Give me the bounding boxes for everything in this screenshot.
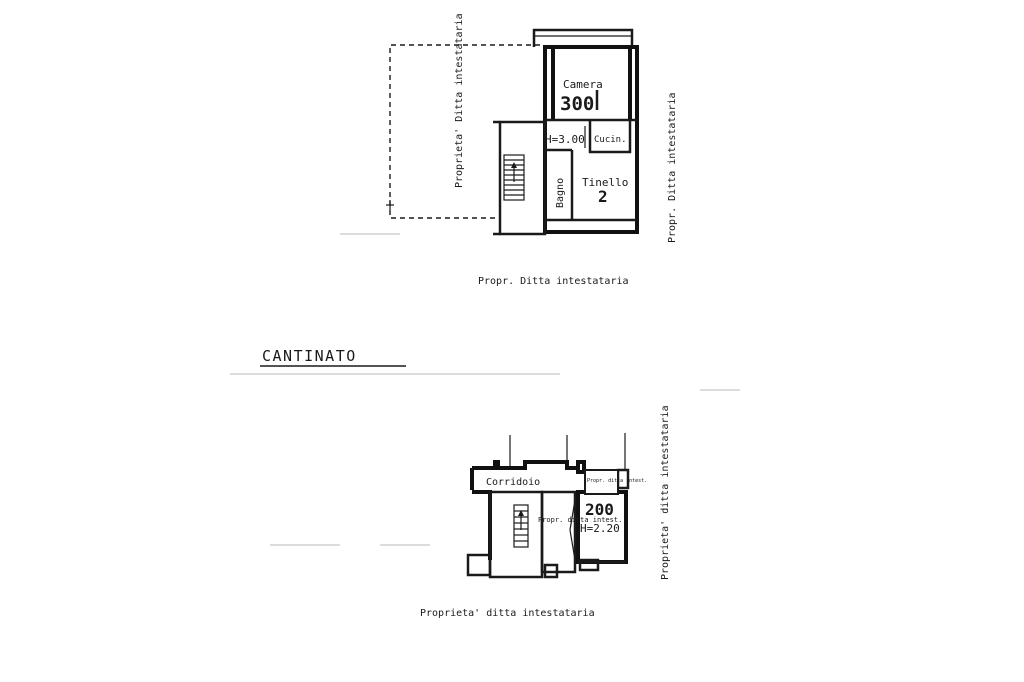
basement-top-wall	[472, 460, 584, 470]
basement-property-left-label: Propr. ditta intest.	[538, 516, 622, 524]
basement-title: CANTINATO	[262, 347, 357, 365]
property-box	[584, 469, 619, 495]
room-camera-number: 300	[560, 93, 594, 115]
stairwell	[498, 120, 547, 236]
upper-right-property-label: Propr. Ditta intestataria	[667, 92, 678, 243]
room-cucina-label: Cucin.	[594, 135, 627, 145]
room-camera-label: Camera	[563, 78, 603, 91]
basement-bottom-property-label: Proprieta' ditta intestataria	[420, 608, 595, 619]
basement-cellar-number: 200	[585, 500, 614, 519]
basement-plan: Corridoio Propr. ditta intest. Propr. di…	[420, 405, 671, 619]
upper-floor-plan: Camera 300 H=3.00 Cucin. Bagno Tinello 2…	[386, 13, 678, 287]
basement-height-label: H=2.20	[580, 522, 620, 535]
room-tinello-mark: 2	[598, 187, 608, 206]
upper-left-property-label: Proprieta' Ditta intestataria	[454, 13, 465, 188]
upper-bottom-property-label: Propr. Ditta intestataria	[478, 276, 629, 287]
basement-right-property-label: Proprieta' ditta intestataria	[660, 405, 671, 580]
basement-title-block: CANTINATO	[230, 347, 560, 375]
basement-property-box-label: Propr. ditta intest.	[587, 478, 647, 484]
room-tinello-label: Tinello	[582, 176, 628, 189]
adjoining-property-outline	[389, 44, 540, 219]
balcony-outline	[532, 28, 634, 47]
upper-height-label: H=3.00	[545, 133, 585, 146]
scan-artifacts	[270, 233, 740, 546]
room-bagno-label: Bagno	[555, 178, 566, 208]
basement-corridor-label: Corridoio	[486, 477, 540, 488]
